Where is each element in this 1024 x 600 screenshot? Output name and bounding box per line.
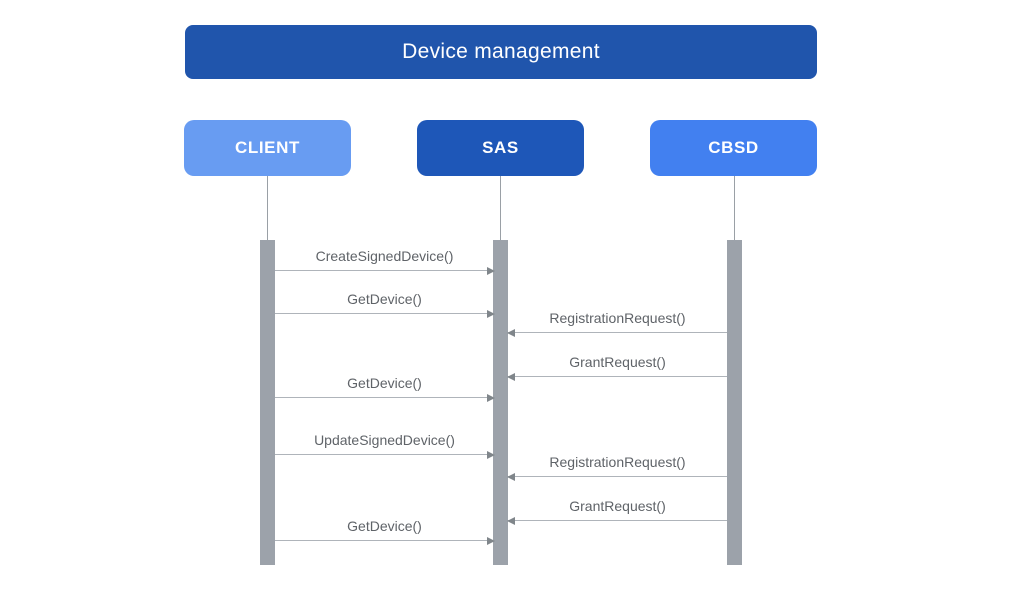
message-label: GrantRequest() (569, 498, 666, 514)
arrow-left-icon (507, 517, 515, 525)
arrow-right-icon (487, 451, 495, 459)
message-label: RegistrationRequest() (549, 454, 686, 470)
message-grant-request-1: GrantRequest() (507, 354, 727, 381)
arrow-line (507, 473, 727, 481)
lifeline-client (267, 176, 268, 240)
arrow-left-icon (507, 473, 515, 481)
message-get-device-2: GetDevice() (275, 375, 495, 402)
message-update-signed-device: UpdateSignedDevice() (275, 432, 495, 459)
arrow-line (507, 329, 727, 337)
activation-bar-cbsd (727, 240, 742, 565)
activation-bar-client (260, 240, 275, 565)
message-label: GetDevice() (347, 375, 422, 391)
message-grant-request-2: GrantRequest() (507, 498, 727, 525)
message-label: CreateSignedDevice() (315, 248, 454, 264)
arrow-line (275, 537, 495, 545)
message-get-device-1: GetDevice() (275, 291, 495, 318)
arrow-line (275, 451, 495, 459)
message-label: GetDevice() (347, 518, 422, 534)
actor-box-cbsd: CBSD (650, 120, 817, 176)
message-registration-request-2: RegistrationRequest() (507, 454, 727, 481)
message-label: UpdateSignedDevice() (314, 432, 455, 448)
message-label: GrantRequest() (569, 354, 666, 370)
arrow-line (275, 267, 495, 275)
message-create-signed-device: CreateSignedDevice() (275, 248, 495, 275)
message-get-device-3: GetDevice() (275, 518, 495, 545)
arrow-line (275, 310, 495, 318)
arrow-right-icon (487, 394, 495, 402)
actor-box-sas: SAS (417, 120, 584, 176)
actor-box-client: CLIENT (184, 120, 351, 176)
lifeline-sas (500, 176, 501, 240)
lifeline-cbsd (734, 176, 735, 240)
arrow-right-icon (487, 267, 495, 275)
arrow-right-icon (487, 310, 495, 318)
message-label: GetDevice() (347, 291, 422, 307)
arrow-right-icon (487, 537, 495, 545)
arrow-left-icon (507, 373, 515, 381)
arrow-line (275, 394, 495, 402)
arrow-line (507, 373, 727, 381)
message-label: RegistrationRequest() (549, 310, 686, 326)
arrow-left-icon (507, 329, 515, 337)
activation-bar-sas (493, 240, 508, 565)
message-registration-request-1: RegistrationRequest() (507, 310, 727, 337)
arrow-line (507, 517, 727, 525)
diagram-title-banner: Device management (185, 25, 817, 79)
